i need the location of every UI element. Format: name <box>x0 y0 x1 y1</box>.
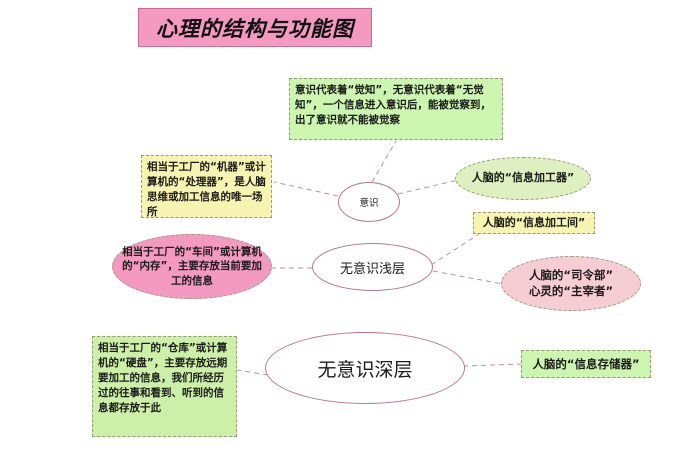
page-title: 心理的结构与功能图 <box>156 16 354 41</box>
note-brain-command-line1: 人脑的“司令部” <box>528 267 614 282</box>
core-node-deep-unconscious: 无意识深层 <box>265 332 465 404</box>
diagram-title-box: 心理的结构与功能图 <box>138 8 372 47</box>
note-brain-processor: 人脑的“信息加工器” <box>455 157 591 200</box>
note-consciousness-definition: 意识代表着“觉知”，无意识代表着“无觉知”，一个信息进入意识后，能被觉察到，出了… <box>289 78 503 140</box>
note-workshop-memory: 相当于工厂的“车间”或计算机的“内存”，主要存放当前要加工的信息 <box>112 234 272 299</box>
connector-consciousness-to-brain-processor <box>397 179 459 195</box>
note-brain-workroom: 人脑的“信息加工间” <box>473 212 595 234</box>
connector-consciousness-to-machine-processor <box>273 181 339 197</box>
connector-consciousness-to-definition <box>371 140 397 183</box>
connector-shallow-to-brain-command <box>432 270 509 286</box>
core-node-consciousness: 意识 <box>338 182 400 222</box>
note-machine-processor: 相当于工厂的“机器”或计算机的“处理器”，是人脑思维或加工信息的唯一场所 <box>141 155 272 218</box>
note-brain-storage: 人脑的“信息存储器” <box>521 350 651 378</box>
note-brain-command-line2: 心灵的“主宰者” <box>528 283 614 298</box>
core-node-shallow-unconscious: 无意识浅层 <box>312 243 433 291</box>
note-warehouse-disk: 相当于工厂的“仓库”或计算机的“硬盘”，主要存放远期要加工的信息，我们所经历过的… <box>92 336 237 437</box>
note-brain-command: 人脑的“司令部” 心灵的“主宰者” <box>501 256 641 311</box>
connector-shallow-to-brain-workroom <box>430 233 480 266</box>
connector-deep-to-brain-storage <box>462 363 522 367</box>
connector-deep-to-warehouse-disk <box>236 369 269 376</box>
